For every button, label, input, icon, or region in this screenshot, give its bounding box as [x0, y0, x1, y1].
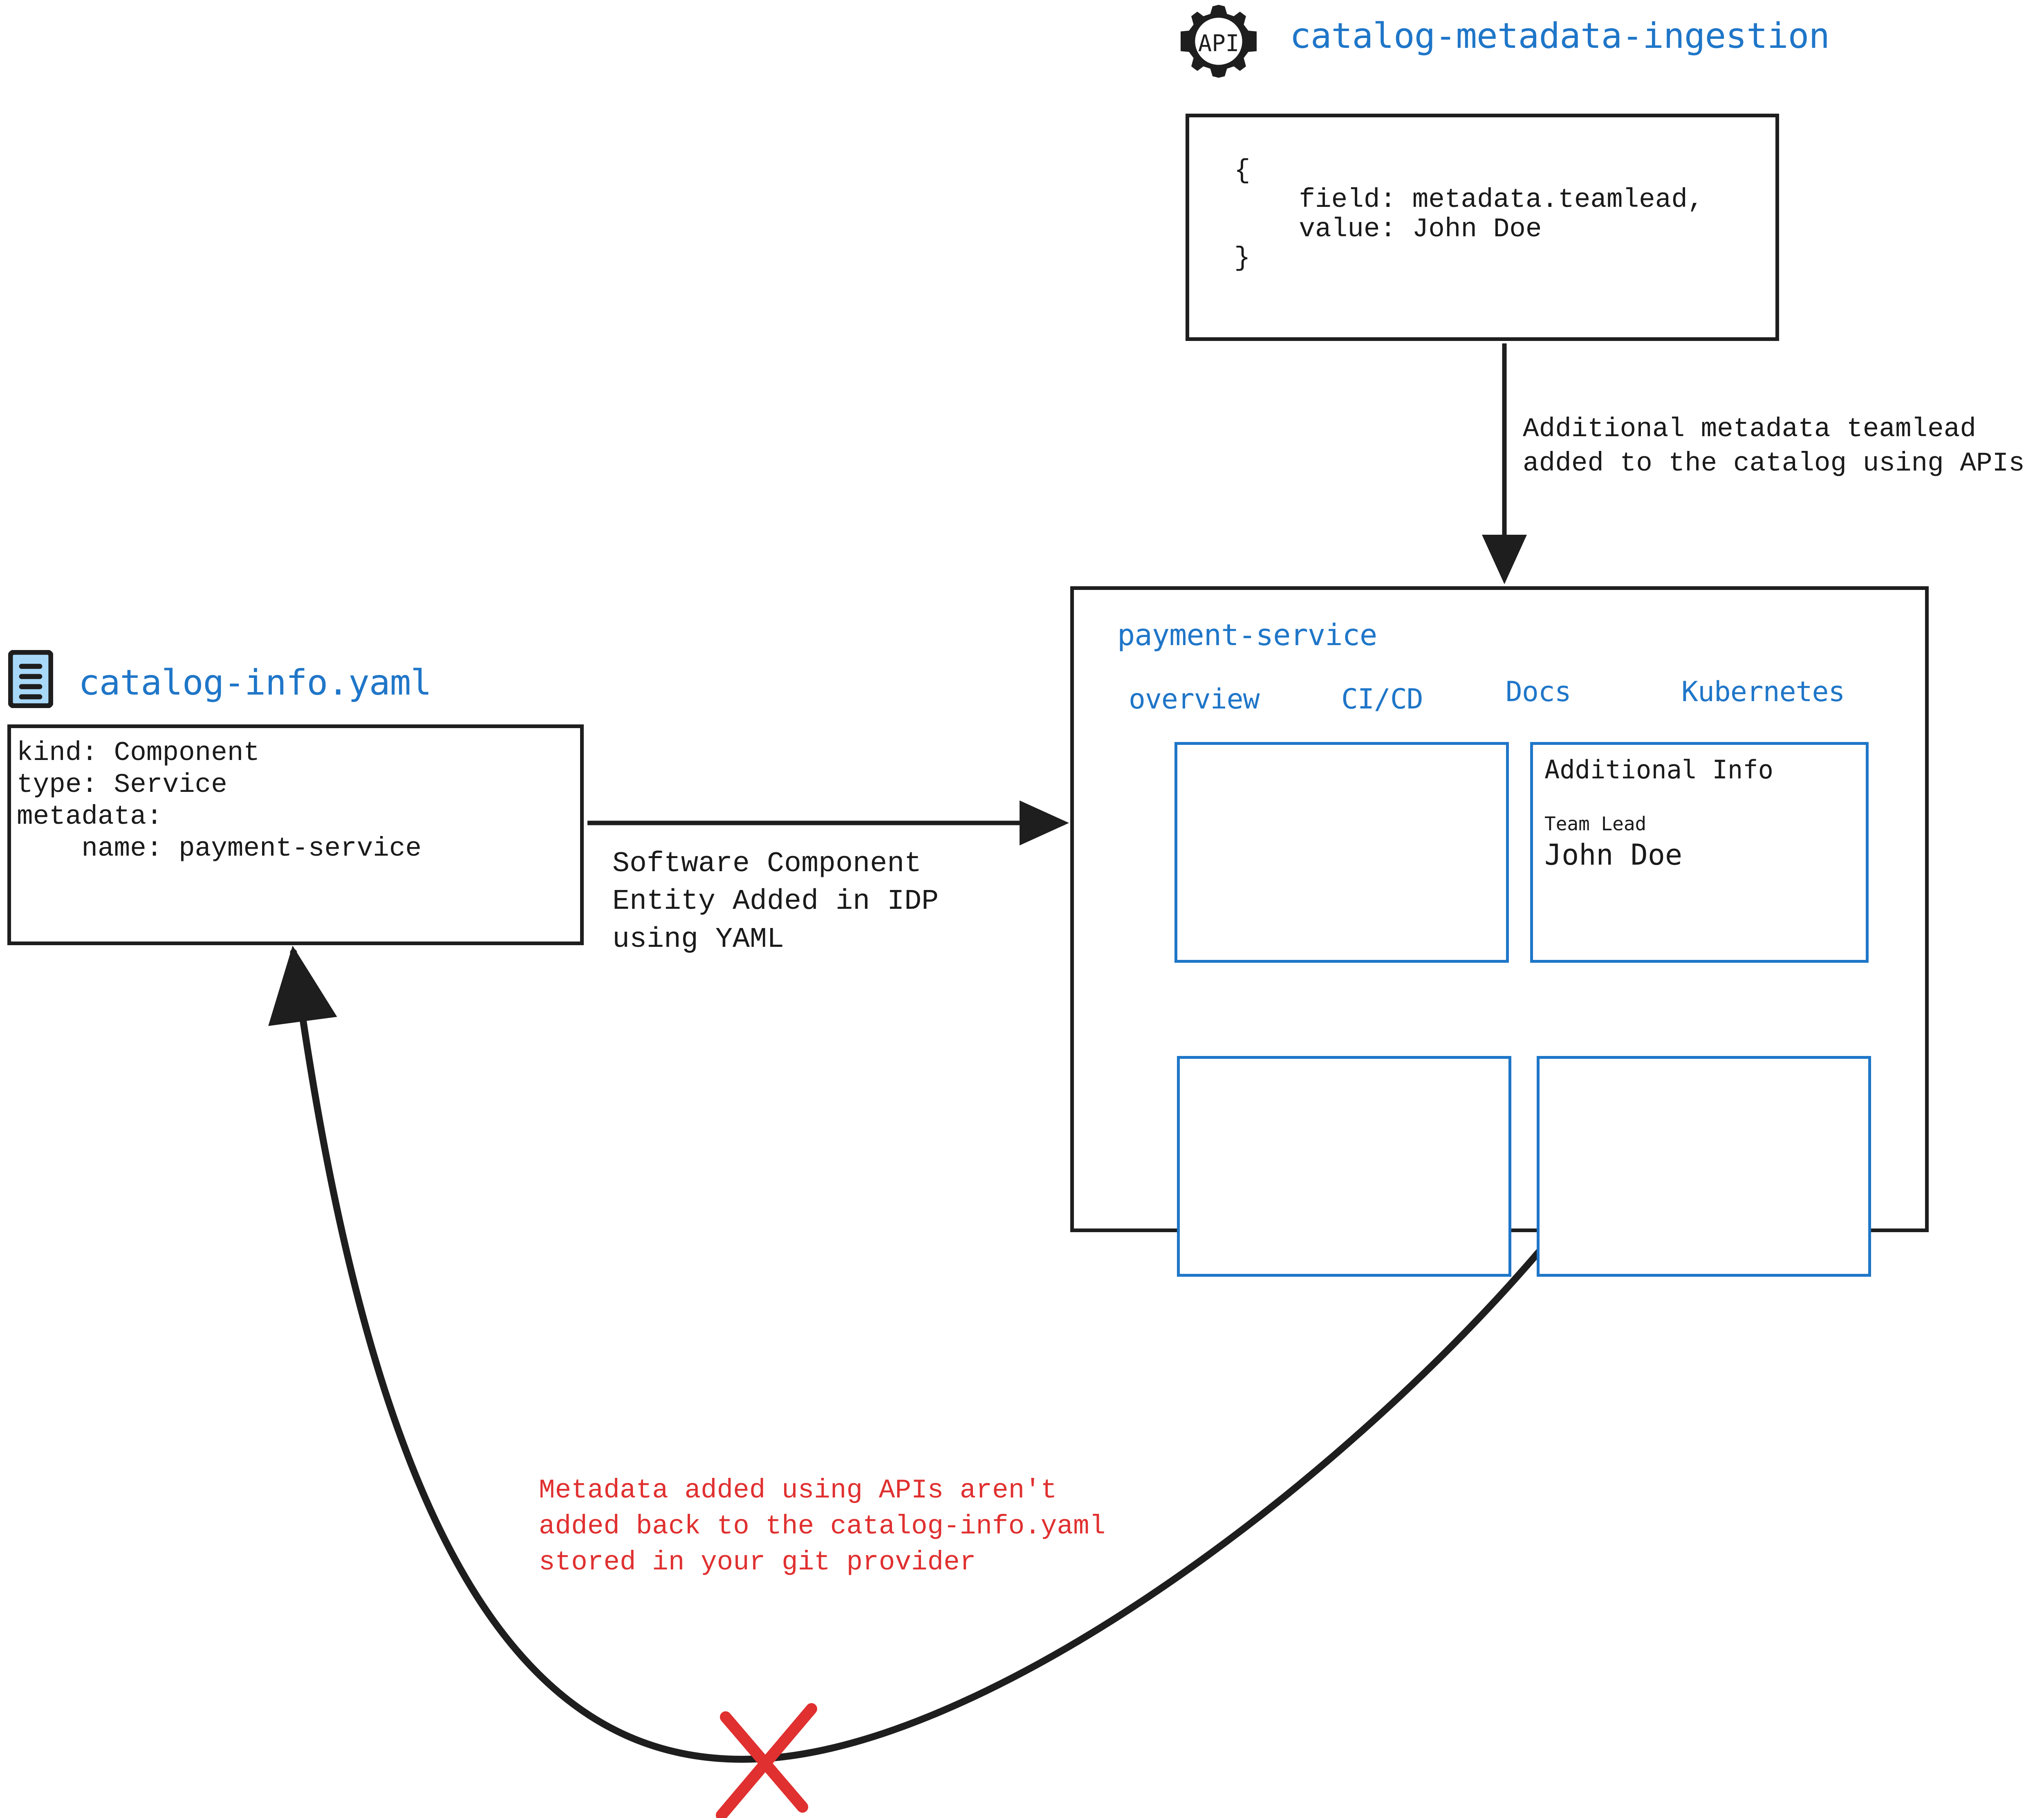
page-title: payment-service	[1117, 618, 1377, 652]
tab-docs[interactable]: Docs	[1506, 676, 1571, 708]
tab-kubernetes[interactable]: Kubernetes	[1681, 676, 1845, 708]
api-gear-icon: API	[1181, 3, 1257, 79]
blocked-sync-warning-note: Metadata added using APIs aren't added b…	[539, 1475, 1106, 1578]
api-source-title: catalog-metadata-ingestion	[1290, 16, 1830, 56]
payment-service-panel: payment-service overview CI/CD Docs Kube…	[1070, 586, 1929, 1277]
api-payload-code: { field: metadata.teamlead, value: John …	[1234, 155, 1704, 273]
yaml-descriptor-code: kind: Component type: Service metadata: …	[17, 738, 422, 864]
yaml-source-title: catalog-info.yaml	[78, 662, 432, 703]
arrow-yaml-to-panel-label: Software Component Entity Added in IDP u…	[612, 848, 939, 956]
arrow-api-to-panel-label: Additional metadata teamlead added to th…	[1523, 414, 2025, 479]
yaml-file-icon	[8, 650, 54, 708]
api-payload-box: { field: metadata.teamlead, value: John …	[1186, 114, 1779, 341]
tab-cicd[interactable]: CI/CD	[1341, 683, 1423, 715]
api-gear-icon-label: API	[1198, 30, 1239, 57]
team-lead-value: John Doe	[1544, 838, 1683, 872]
additional-info-card-title: Additional Info	[1544, 755, 1773, 785]
team-lead-label: Team Lead	[1544, 813, 1647, 835]
panel-tab-bar: overview CI/CD Docs Kubernetes	[1117, 676, 1886, 715]
bottom-right-card[interactable]	[1537, 1056, 1871, 1277]
tab-overview[interactable]: overview	[1129, 683, 1260, 715]
bottom-left-card[interactable]	[1177, 1056, 1511, 1277]
additional-info-card[interactable]: Additional Info Team Lead John Doe	[1530, 742, 1869, 963]
overview-card[interactable]	[1174, 742, 1509, 963]
red-x-mark	[716, 1703, 817, 1818]
yaml-descriptor-box: kind: Component type: Service metadata: …	[7, 724, 584, 945]
